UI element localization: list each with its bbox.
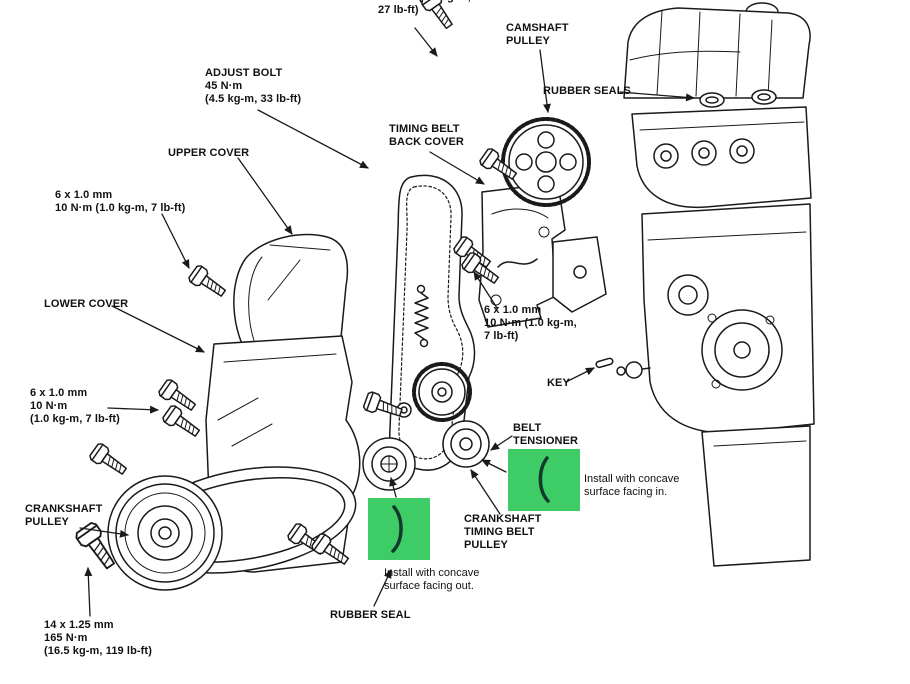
label-belt-tensioner: BELT TENSIONER	[513, 422, 579, 447]
belt-tensioner-part	[442, 420, 490, 468]
rubber-seals-parts	[699, 89, 777, 108]
label-rubber-seal: RUBBER SEAL	[330, 609, 411, 621]
label-timing-belt-back-cover: TIMING BELT BACK COVER	[389, 123, 464, 148]
label-crank-bolt-spec: 14 x 1.25 mm 165 N·m (16.5 kg-m, 119 lb-…	[44, 619, 152, 657]
timing-belt-back-cover-part	[478, 182, 566, 328]
label-lower-cover: LOWER COVER	[44, 298, 129, 310]
label-crankshaft-timing-belt-pulley: CRANKSHAFT TIMING BELT PULLEY	[464, 513, 542, 551]
camshaft-pulley-part	[501, 117, 591, 207]
concave-surface-mark-in	[538, 456, 550, 503]
label-torque-38nm: 38 N·m (3.8 kg-m, 27 lb-ft)	[378, 0, 471, 16]
label-bolt-spec-upper-left: 6 x 1.0 mm 10 N·m (1.0 kg-m, 7 lb-ft)	[55, 189, 186, 214]
note-install-facing-out: Install with concave surface facing out.	[384, 567, 480, 592]
crankshaft-pulley-part	[107, 475, 223, 591]
label-camshaft-pulley: CAMSHAFT PULLEY	[506, 22, 569, 47]
label-bolt-spec-right: 6 x 1.0 mm 10 N·m (1.0 kg-m, 7 lb-ft)	[484, 304, 577, 342]
label-crankshaft-pulley: CRANKSHAFT PULLEY	[25, 503, 103, 528]
label-rubber-seals: RUBBER SEALS	[543, 85, 631, 97]
label-bolt-spec-lower-left: 6 x 1.0 mm 10 N·m (1.0 kg-m, 7 lb-ft)	[30, 387, 120, 425]
crankshaft-timing-belt-pulley-part	[412, 362, 472, 422]
rubber-seal-part	[362, 437, 416, 491]
key-part	[595, 357, 614, 369]
label-key: KEY	[547, 377, 570, 389]
note-install-facing-in: Install with concave surface facing in.	[584, 473, 680, 498]
cylinder-head	[631, 106, 812, 209]
label-adjust-bolt: ADJUST BOLT 45 N·m (4.5 kg-m, 33 lb-ft)	[205, 67, 302, 105]
highlight-install-out	[368, 498, 430, 560]
tensioner-spring	[414, 284, 429, 348]
engine-block	[616, 203, 815, 567]
clamp-wire	[497, 258, 538, 268]
concave-surface-mark-out	[391, 505, 403, 553]
label-upper-cover: UPPER COVER	[168, 147, 250, 159]
mount-bracket	[552, 236, 607, 313]
valve-cover	[623, 2, 811, 99]
highlight-install-in	[508, 449, 580, 511]
leader-lines	[79, 27, 695, 617]
